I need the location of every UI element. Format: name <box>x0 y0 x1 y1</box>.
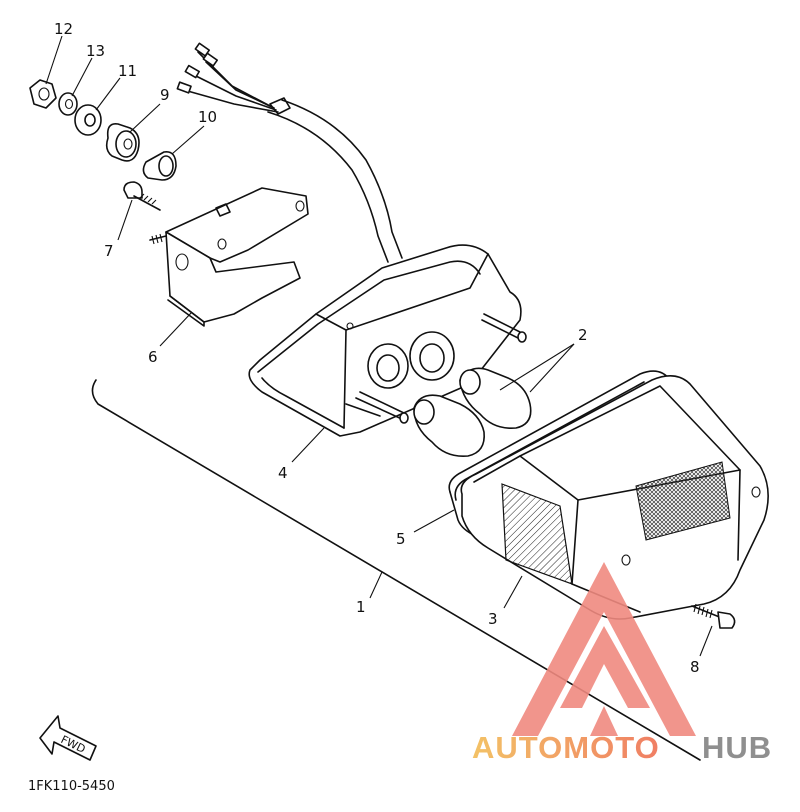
lens-3 <box>460 375 769 620</box>
label-1: 1 <box>356 598 366 616</box>
watermark-text-automoto: AUTOMOTO <box>472 730 660 765</box>
label-4: 4 <box>278 464 288 482</box>
part-number-labels: 12 13 11 9 10 7 6 2 4 5 1 3 8 <box>54 20 700 676</box>
bulbs-2 <box>413 367 532 458</box>
watermark-logo: AUTOMOTO HUB <box>472 562 772 765</box>
bracket-6 <box>149 187 309 327</box>
watermark-triangle-icon <box>512 562 696 736</box>
screw-8 <box>691 603 736 629</box>
wire-harness <box>176 42 403 263</box>
label-8: 8 <box>690 658 700 676</box>
diagram-code: 1FK110-5450 <box>28 779 115 794</box>
label-10: 10 <box>198 108 217 126</box>
label-7: 7 <box>104 242 114 260</box>
grommet-9 <box>105 122 140 162</box>
screw-7 <box>123 181 161 211</box>
label-6: 6 <box>148 348 158 366</box>
label-11: 11 <box>118 62 137 80</box>
nut-12 <box>29 79 57 109</box>
label-9: 9 <box>160 86 170 104</box>
washer-11 <box>74 104 102 136</box>
light-base-4 <box>248 244 527 437</box>
label-12: 12 <box>54 20 73 38</box>
forward-arrow-icon: FWD <box>39 715 97 761</box>
label-13: 13 <box>86 42 105 60</box>
label-5: 5 <box>396 530 406 548</box>
fwd-label: FWD <box>59 733 88 756</box>
assembly-bracket-line <box>91 379 701 761</box>
watermark-text-hub: HUB <box>702 730 772 765</box>
leader-lines <box>45 35 713 657</box>
washer-13 <box>58 92 78 116</box>
label-3: 3 <box>488 610 498 628</box>
collar-10 <box>142 150 177 181</box>
label-2: 2 <box>578 326 588 344</box>
